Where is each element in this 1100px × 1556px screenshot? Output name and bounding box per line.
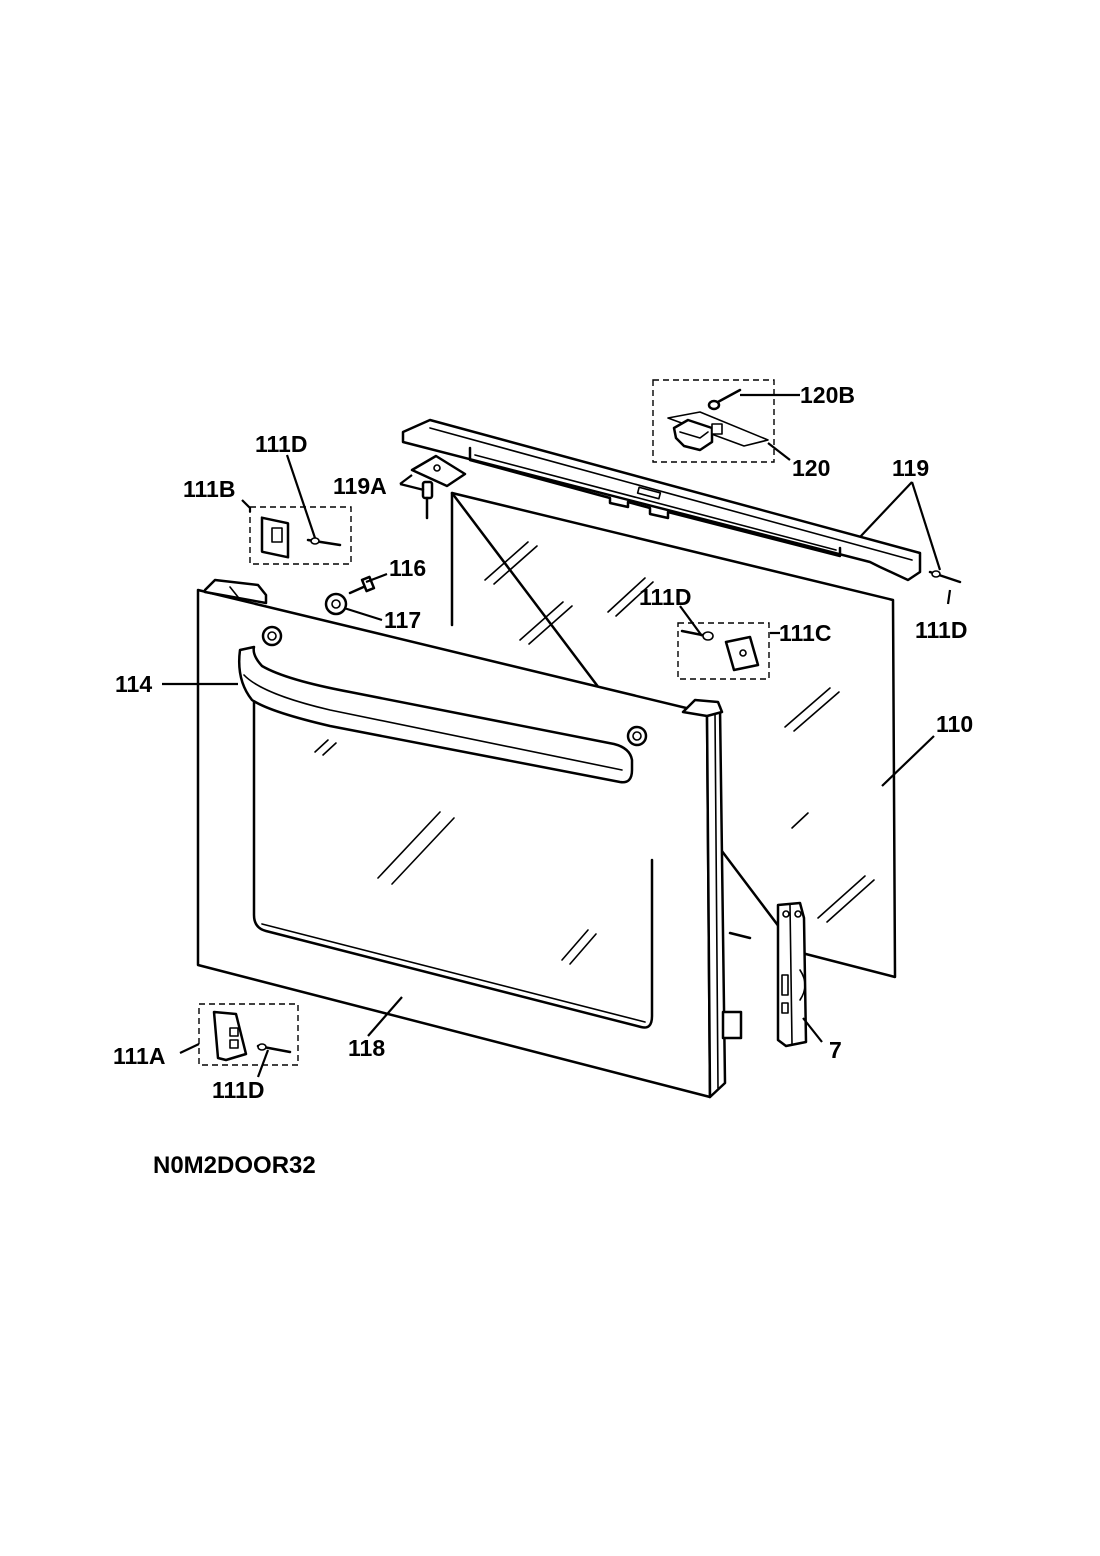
label-120: 120 xyxy=(792,455,830,481)
part-117-washer xyxy=(324,592,348,616)
part-119a-bracket xyxy=(410,454,467,520)
label-111c: 111C xyxy=(779,620,831,646)
part-114-handle xyxy=(238,645,634,784)
part-111c-group xyxy=(677,622,770,680)
part-111a-group xyxy=(198,1003,299,1066)
leader-lines xyxy=(162,393,952,1078)
part-116-screw xyxy=(348,575,376,595)
label-119a: 119A xyxy=(333,473,387,499)
part-7-hinge xyxy=(776,901,808,1048)
label-116: 116 xyxy=(389,555,426,581)
part-111b-group xyxy=(249,506,352,565)
part-119-top-trim xyxy=(401,418,922,582)
part-120-group xyxy=(652,379,775,463)
label-111d-mid: 111D xyxy=(639,584,691,610)
label-111d-right: 111D xyxy=(915,617,967,643)
label-111b: 111B xyxy=(183,476,235,502)
label-7: 7 xyxy=(829,1037,842,1063)
label-111d-bottom: 111D xyxy=(212,1077,264,1103)
drawing-code: N0M2DOOR32 xyxy=(153,1152,316,1179)
label-111a: 111A xyxy=(113,1043,165,1069)
label-118: 118 xyxy=(348,1035,385,1061)
label-110: 110 xyxy=(936,711,973,737)
label-111d-top: 111D xyxy=(255,431,307,457)
part-111d-right-pin xyxy=(928,570,962,584)
label-114: 114 xyxy=(115,671,152,697)
label-120b: 120B xyxy=(800,382,855,408)
label-119: 119 xyxy=(892,455,929,481)
label-117: 117 xyxy=(384,607,421,633)
